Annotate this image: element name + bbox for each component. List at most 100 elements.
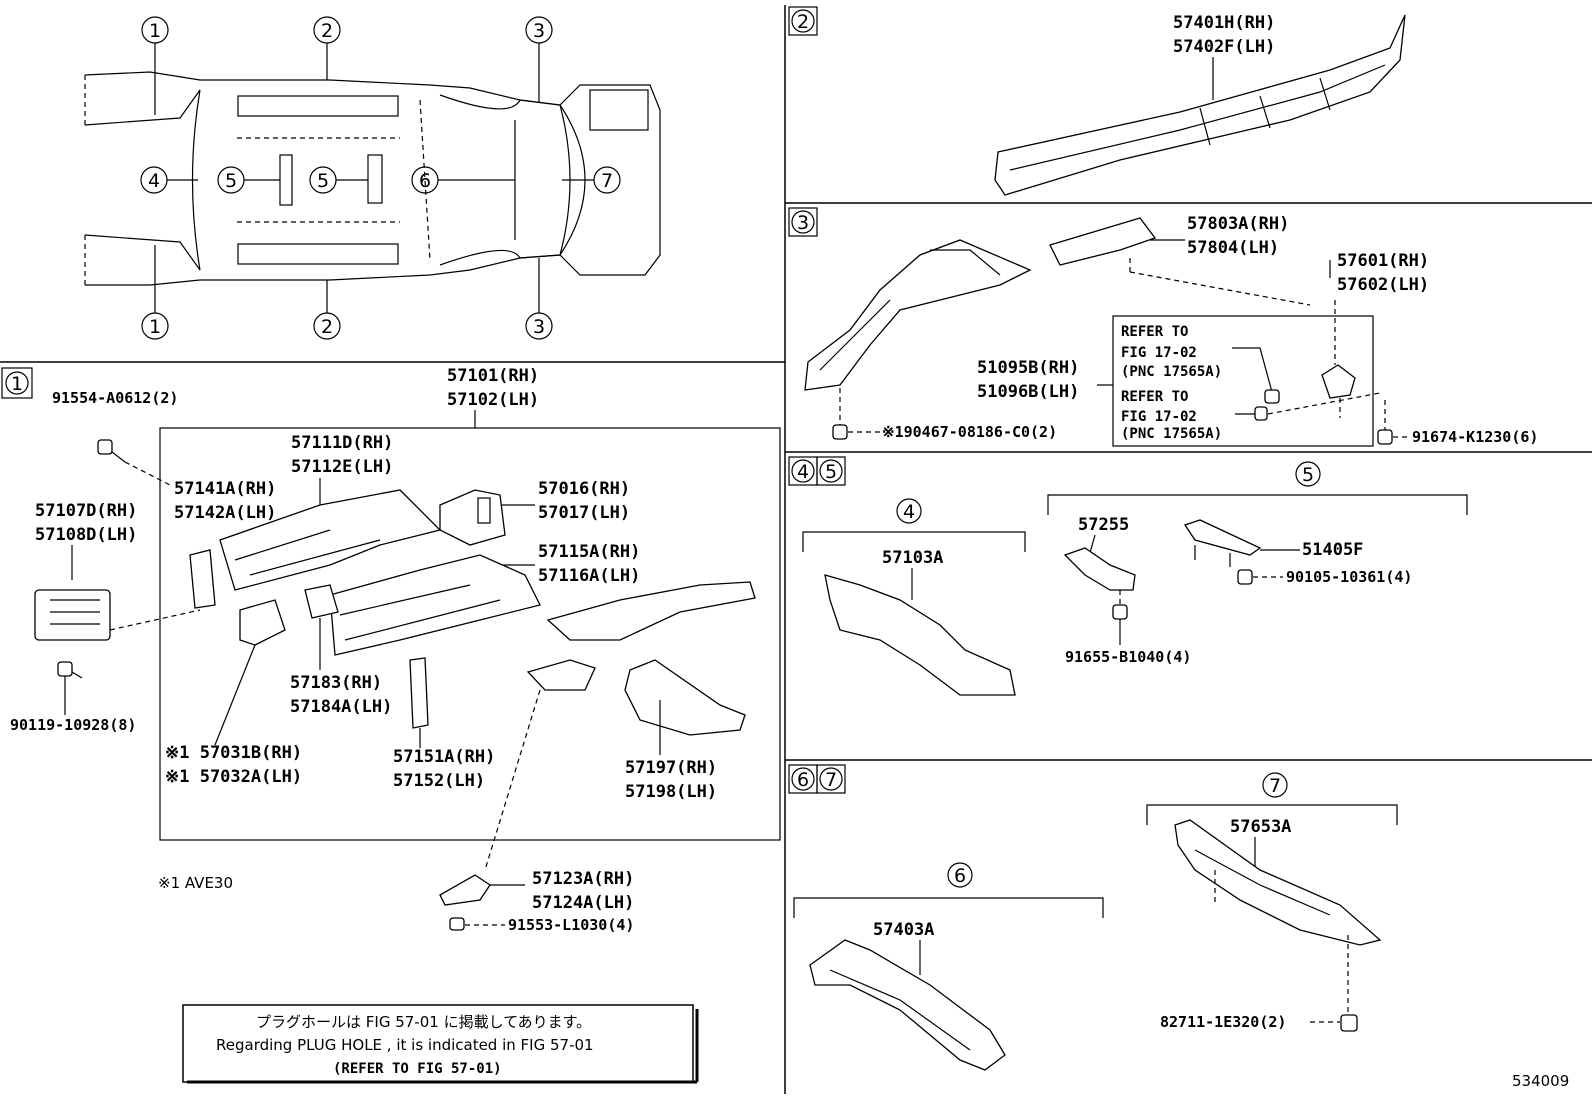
section-2: 2 57401H(RH) 57402F(LH) [788, 6, 1406, 196]
refer-text-1b: FIG 17-02 [1121, 345, 1197, 361]
section-3: 3 57803A(RH) 57804(LH) 57601(RH) 57602(L… [788, 207, 1538, 447]
bracket-57016-part [439, 489, 506, 546]
part-57103: 57103A [882, 548, 943, 568]
sub-callout-7: 7 [1269, 775, 1281, 797]
part-57601: 57601(RH) [1337, 251, 1429, 271]
callout-3-bottom: 3 [525, 258, 553, 340]
bolt-91553-icon [449, 917, 465, 931]
bracket-57031-part [239, 599, 286, 646]
part-51096: 51096B(LH) [977, 382, 1079, 402]
part-57403: 57403A [873, 920, 934, 940]
bracket-57123-part [439, 874, 491, 906]
callout-2-bottom: 2 [313, 280, 341, 340]
svg-text:1: 1 [149, 316, 161, 338]
refer-text-2c: (PNC 17565A) [1121, 426, 1222, 442]
sub-callout-6: 6 [954, 865, 966, 887]
callout-6: 6 [411, 166, 515, 194]
part-57255: 57255 [1078, 515, 1129, 535]
part-91655: 91655-B1040(4) [1065, 648, 1191, 666]
part-51095: 51095B(RH) [977, 358, 1079, 378]
section-45-label-a: 4 [797, 461, 809, 483]
part-57151: 57151A(RH) [393, 747, 495, 767]
refer-box [1112, 315, 1374, 447]
refer-text-1c: (PNC 17565A) [1121, 364, 1222, 380]
section-4-5: 4 5 4 57103A 5 57255 91655-B1040(4) [788, 456, 1468, 696]
part-57101: 57101(RH) [447, 366, 539, 386]
part-57141: 57141A(RH) [174, 479, 276, 499]
bolt-91655-icon [1112, 604, 1128, 620]
callout-1-top: 1 [141, 16, 169, 115]
callout-5a: 5 [217, 166, 280, 194]
part-57653: 57653A [1230, 817, 1291, 837]
rail-extension-part [546, 581, 756, 641]
footnote-ave30: ※1 AVE30 [158, 874, 233, 892]
part-91554: 91554-A0612(2) [52, 389, 178, 407]
part-57017: 57017(LH) [538, 503, 630, 523]
note-english: Regarding PLUG HOLE , it is indicated in… [216, 1036, 594, 1054]
section-3-label: 3 [797, 212, 809, 234]
underbody-overview [84, 71, 661, 286]
part-57108: 57108D(LH) [35, 525, 137, 545]
part-57401: 57401H(RH) [1173, 13, 1275, 33]
section-1: 1 57101(RH) 57102(LH) 91554-A0612(2) 571… [1, 366, 781, 934]
bracket-57183-part [304, 584, 339, 619]
svg-text:5: 5 [225, 170, 237, 192]
part-82711: 82711-1E320(2) [1160, 1013, 1286, 1031]
callout-5b: 5 [309, 166, 368, 194]
plug-icon-2 [1254, 406, 1268, 421]
part-51405: 51405F [1302, 540, 1363, 560]
rocker-panel-57401-part [994, 14, 1406, 196]
svg-text:2: 2 [321, 316, 333, 338]
note-japanese: プラグホールは FIG 57-01 に掲載してあります。 [256, 1013, 591, 1031]
part-91553: 91553-L1030(4) [508, 916, 634, 934]
bolt-91554-icon [97, 439, 126, 463]
bolt-90105-icon [1237, 569, 1253, 585]
sub-callout-4: 4 [903, 501, 915, 523]
part-57184: 57184A(LH) [290, 697, 392, 717]
plate-57151-part [409, 657, 429, 729]
radiator-support-57107-part [34, 589, 111, 641]
wheelhouse-panel-57103-part [824, 574, 1016, 696]
crossmember-57403-part [809, 939, 1006, 1071]
part-91674: 91674-K1230(6) [1412, 428, 1538, 446]
svg-text:1: 1 [149, 20, 161, 42]
section-67-label-b: 7 [825, 769, 837, 791]
part-57142: 57142A(LH) [174, 503, 276, 523]
svg-text:3: 3 [533, 316, 545, 338]
refer-text-2b: FIG 17-02 [1121, 409, 1197, 425]
sub-callout-5: 5 [1302, 464, 1314, 486]
part-57804: 57804(LH) [1187, 238, 1279, 258]
brace-57255-part [1063, 547, 1136, 591]
section-6-7: 6 7 6 57403A 7 57653A 82711-1E320(2) [788, 764, 1398, 1071]
part-57152: 57152(LH) [393, 771, 485, 791]
part-57102: 57102(LH) [447, 390, 539, 410]
section-45-label-b: 5 [825, 461, 837, 483]
refer-text-2a: REFER TO [1121, 389, 1188, 405]
callout-2-top: 2 [313, 16, 341, 80]
part-57032: ※1 57032A(LH) [165, 767, 302, 787]
apron-upper-member-part [219, 489, 442, 591]
section-2-label: 2 [797, 11, 809, 33]
part-57123: 57123A(RH) [532, 869, 634, 889]
section-1-inner-box [159, 427, 781, 841]
svg-text:7: 7 [601, 170, 613, 192]
overview-callouts: 1 2 3 4 5 5 6 7 1 2 3 [140, 16, 621, 340]
clip-82711-icon [1340, 1014, 1358, 1032]
part-57197: 57197(RH) [625, 758, 717, 778]
part-90119: 90119-10928(8) [10, 716, 136, 734]
svg-text:6: 6 [419, 170, 431, 192]
plate-57141-part [189, 549, 216, 609]
bolt-90119-icon [57, 661, 83, 679]
part-57031: ※1 57031B(RH) [165, 743, 302, 763]
bracket-57123-top-part [526, 659, 596, 691]
refer-text-1a: REFER TO [1121, 324, 1188, 340]
svg-text:4: 4 [148, 170, 160, 192]
bolt-190467-icon [832, 424, 848, 440]
rear-wheelhouse-member-part [804, 239, 1032, 391]
part-57115: 57115A(RH) [538, 542, 640, 562]
panel-57803-part [1049, 217, 1157, 266]
bracket-57601-part [1321, 364, 1356, 399]
callout-7: 7 [562, 166, 621, 194]
part-57116: 57116A(LH) [538, 566, 640, 586]
